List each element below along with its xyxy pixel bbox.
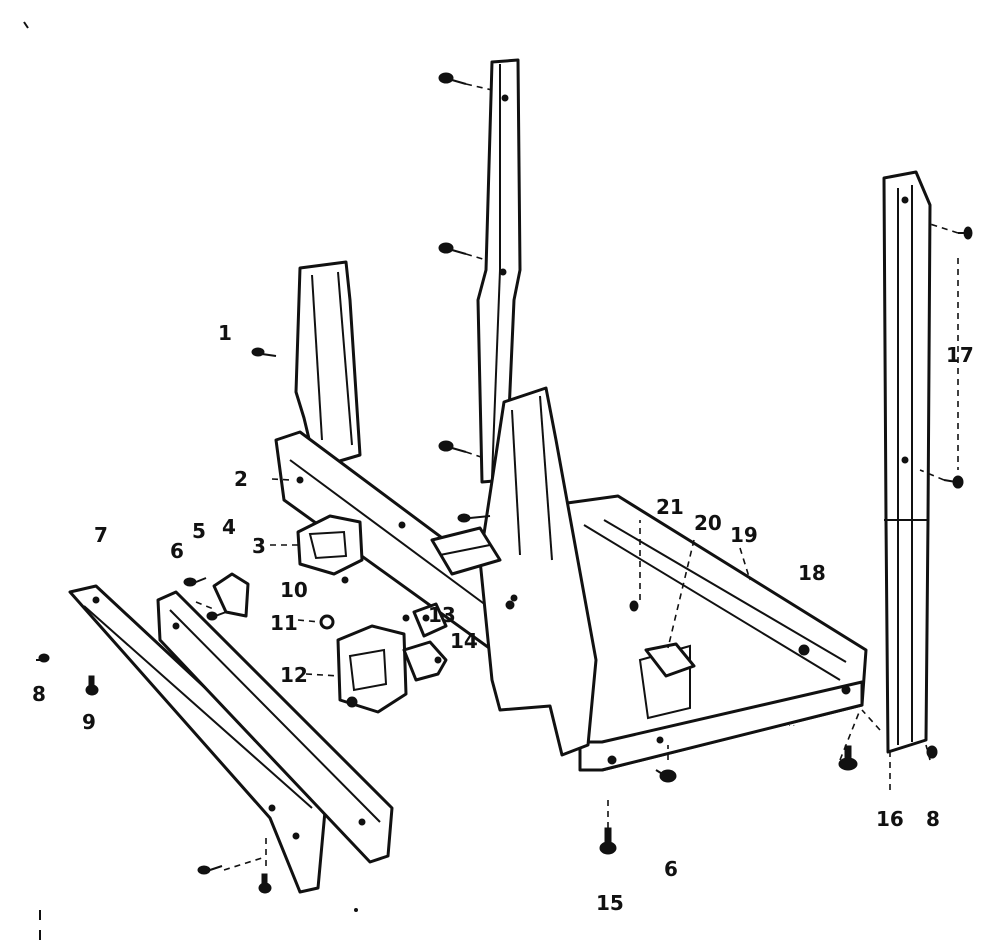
callout-11: 11 xyxy=(270,611,298,635)
callout-5: 5 xyxy=(192,519,206,543)
callout-4: 4 xyxy=(222,515,236,539)
callout-1: 1 xyxy=(218,321,232,345)
leader-lines xyxy=(195,83,959,871)
screw-icon xyxy=(655,769,677,783)
callout-6-bottom: 6 xyxy=(664,857,678,881)
screw-icon xyxy=(438,72,467,85)
callout-14: 14 xyxy=(450,629,478,653)
callout-13: 13 xyxy=(428,603,456,627)
screw-icon xyxy=(251,347,277,357)
screw-icon xyxy=(197,865,223,875)
screw-icon xyxy=(629,600,639,612)
callout-10: 10 xyxy=(280,578,308,602)
callout-8-right: 8 xyxy=(926,807,940,831)
front-angle-bar xyxy=(68,584,328,894)
screw-icon xyxy=(958,226,973,240)
screw-5 xyxy=(183,577,207,587)
callout-8-left: 8 xyxy=(32,682,46,706)
callout-18: 18 xyxy=(798,561,826,585)
callout-12: 12 xyxy=(280,663,308,687)
inner-angle-bar xyxy=(156,590,394,864)
callout-9: 9 xyxy=(82,710,96,734)
callout-15: 15 xyxy=(596,891,624,915)
right-side-rail xyxy=(882,170,932,754)
callout-21: 21 xyxy=(656,495,684,519)
leveling-foot-left xyxy=(85,675,99,696)
frame-bracket xyxy=(644,642,696,678)
valve-upper xyxy=(296,514,364,584)
screw-icon xyxy=(438,440,467,453)
screw-icon xyxy=(457,513,491,523)
callout-20: 20 xyxy=(694,511,722,535)
callout-19: 19 xyxy=(730,523,758,547)
callout-16: 16 xyxy=(876,807,904,831)
callout-17: 17 xyxy=(946,343,974,367)
base-frame: · · · · · xyxy=(558,494,868,772)
callout-3: 3 xyxy=(252,534,266,558)
screw-icon xyxy=(438,242,467,255)
leveling-foot-15 xyxy=(599,827,617,855)
leveling-foot-bottom xyxy=(258,873,272,894)
screw-icon xyxy=(402,614,430,622)
svg-text:· · · · ·: · · · · · xyxy=(775,722,795,730)
o-ring xyxy=(319,614,335,630)
screw-icon xyxy=(926,745,938,759)
screw-icon xyxy=(36,653,50,663)
clip-bracket xyxy=(209,572,250,619)
valve-lower xyxy=(336,624,448,714)
callout-7: 7 xyxy=(94,523,108,547)
leveling-foot-right xyxy=(838,745,858,771)
screw-icon xyxy=(943,475,964,489)
callout-6-left: 6 xyxy=(170,539,184,563)
side-gusset-plate xyxy=(478,386,598,757)
screw-icon xyxy=(206,611,218,621)
callout-labels: 1 2 3 4 5 6 7 8 9 10 11 12 13 14 15 6 16… xyxy=(32,321,974,915)
callout-2: 2 xyxy=(234,467,248,491)
scan-specks xyxy=(23,21,358,940)
screw-icon-set xyxy=(36,72,973,875)
cross-tube xyxy=(430,526,502,576)
